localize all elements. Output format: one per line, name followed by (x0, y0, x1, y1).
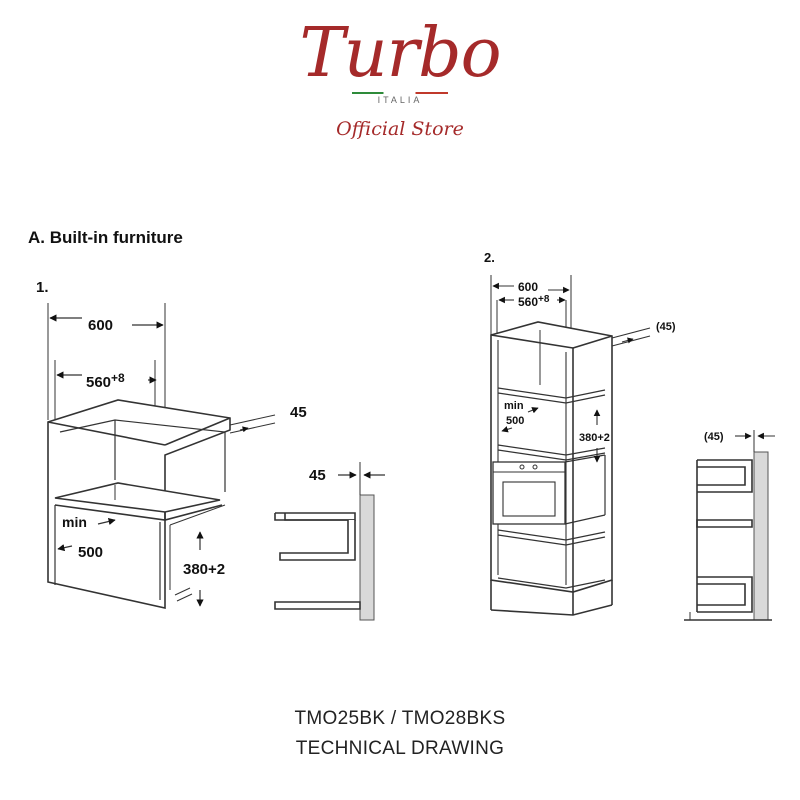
fig1-depth-top: 45 (290, 404, 307, 421)
fig1-number: 1. (36, 279, 49, 296)
figure-1: 1. (36, 279, 385, 621)
brand-header: Turbo ITALIA Official Store (0, 0, 800, 160)
brand-tagline: Official Store (336, 118, 464, 140)
section-title: A. Built-in furniture (28, 228, 183, 247)
fig2-number: 2. (484, 250, 495, 265)
fig2-height: 380+2 (579, 432, 610, 444)
brand-logo: Turbo (299, 14, 501, 93)
brand-subname: ITALIA (377, 95, 423, 105)
fig1-wall-section (359, 494, 375, 621)
fig2-depth-side: (45) (704, 431, 724, 443)
fig2-min-value: 500 (506, 415, 524, 427)
italian-flag-stripe (352, 92, 448, 94)
fig2-wall-section (753, 451, 769, 621)
fig1-min-value: 500 (78, 544, 103, 561)
fig2-min-label: min (504, 400, 524, 412)
fig2-depth-top: (45) (656, 321, 676, 333)
fig1-depth-side: 45 (309, 467, 326, 484)
fig1-height: 380+2 (183, 561, 225, 578)
fig1-min-label: min (62, 514, 87, 530)
drawing-title: TECHNICAL DRAWING (295, 738, 505, 759)
model-numbers: TMO25BK / TMO28BKS (294, 708, 506, 729)
fig2-width-outer: 600 (518, 280, 538, 294)
fig2-width-inner: 560+8 (518, 294, 550, 309)
fig1-width-inner: 560+8 (86, 371, 125, 391)
fig1-width-outer: 600 (88, 317, 113, 334)
figure-2: 2. (484, 250, 775, 621)
